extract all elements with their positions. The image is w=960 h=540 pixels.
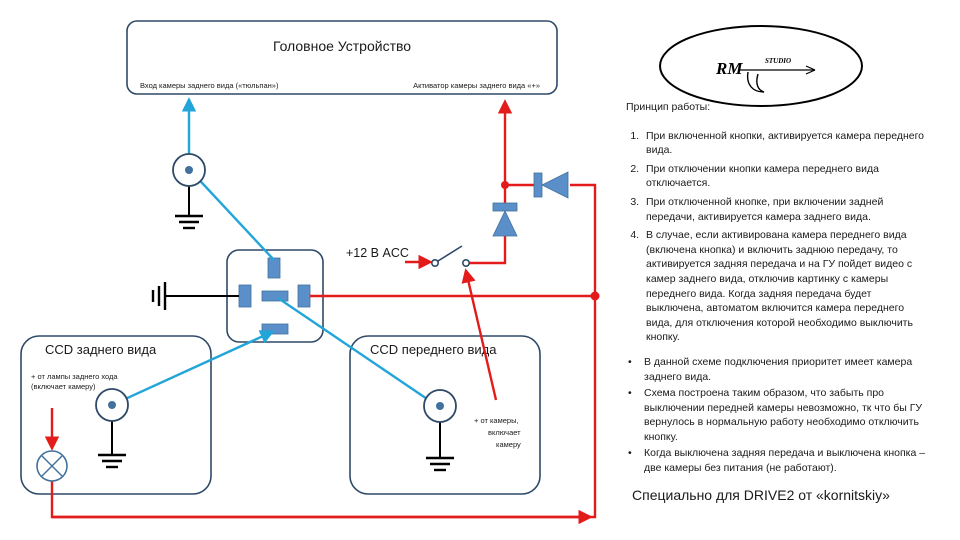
- logo-sub-text: STUDIO: [765, 57, 791, 65]
- front-camera-note-line-3: камеру: [496, 440, 521, 449]
- acc-switch: +12 В ACC: [346, 245, 470, 267]
- acc-label: +12 В ACC: [346, 246, 409, 260]
- power-wires: [44, 99, 597, 525]
- rca-connector-pin: [185, 166, 193, 174]
- rear-camera-note-line-2: (включает камеру): [31, 382, 96, 391]
- rm-studio-logo: RM STUDIO: [659, 25, 863, 107]
- principle-heading: Принцип работы:: [626, 101, 711, 113]
- head-unit-title: Головное Устройство: [273, 38, 411, 54]
- wire-video-rca-to-relay: [189, 169, 275, 261]
- front-camera-title: CCD переднего вида: [370, 342, 497, 357]
- rear-camera-connector: [95, 388, 129, 422]
- reverse-lamp: [36, 450, 68, 482]
- relay-pin-center: [261, 290, 289, 302]
- wire-front-camera-power: [461, 268, 498, 401]
- diode-rear-triangle: [541, 171, 569, 199]
- head-unit-input-label: Вход камеры заднего вида («тюльпан»): [140, 81, 279, 90]
- diode-front: [492, 202, 518, 237]
- principle-of-operation: Принцип работы: При включенной кнопки, а…: [626, 100, 926, 478]
- principle-note: В данной схеме подключения приоритет име…: [628, 355, 926, 384]
- front-camera-note-line-2: включает: [488, 428, 521, 437]
- credit-line: Специально для DRIVE2 от «kornitskiy»: [632, 487, 890, 503]
- principle-note: Когда выключена задняя передача и выключ…: [628, 446, 926, 475]
- junction-top: [501, 181, 509, 189]
- diode-front-triangle: [492, 210, 518, 237]
- head-unit-box: [126, 20, 558, 95]
- diode-rear: [533, 171, 569, 199]
- logo-ellipse: [659, 25, 863, 107]
- front-camera-note-line-1: + от камеры,: [474, 416, 519, 425]
- relay-pin-right: [297, 284, 311, 308]
- diode-rear-bar: [533, 172, 543, 198]
- wire-rear-camera-to-relay: [111, 330, 275, 407]
- principle-step: При отключенной кнопке, при включении за…: [642, 195, 926, 224]
- relay-pin-left: [238, 284, 252, 308]
- diode-front-bar: [492, 202, 518, 212]
- switch-lever: [437, 245, 463, 262]
- rear-camera-title: CCD заднего вида: [45, 342, 157, 357]
- principle-notes: В данной схеме подключения приоритет име…: [626, 355, 926, 476]
- principle-note: Схема построена таким образом, что забыт…: [628, 386, 926, 444]
- logo-arrow-head: [805, 65, 816, 75]
- rca-connector: [172, 153, 206, 187]
- video-wires: [111, 97, 437, 407]
- junction-bus: [590, 291, 600, 301]
- wire-rear-diode-feed: [570, 183, 597, 297]
- ground-wires: [98, 185, 454, 472]
- switch-contact-left: [430, 258, 439, 267]
- principle-step: При отключении кнопки камера переднего в…: [642, 162, 926, 191]
- head-unit-activator-label: Активатор камеры заднего вида «+»: [413, 81, 540, 90]
- relay: [226, 249, 324, 343]
- head-unit: Головное Устройство Вход камеры заднего …: [126, 20, 558, 95]
- front-camera-connector: [423, 389, 457, 423]
- rear-camera-note-line-1: + от лампы заднего хода: [31, 372, 118, 381]
- relay-pin-bottom: [261, 323, 289, 335]
- principle-step: В случае, если активирована камера перед…: [642, 228, 926, 345]
- logo-main-text: RM: [715, 59, 743, 78]
- wire-switch-to-diode: [466, 236, 507, 265]
- front-camera-connector-pin: [436, 402, 444, 410]
- principle-step: При включенной кнопки, активируется каме…: [642, 129, 926, 158]
- rear-camera-connector-pin: [108, 401, 116, 409]
- wire-front-camera-to-relay: [277, 297, 437, 406]
- principle-steps: При включенной кнопки, активируется каме…: [626, 129, 926, 345]
- switch-contact-right: [461, 258, 470, 267]
- relay-pin-top: [267, 257, 281, 279]
- lamp-cross-2: [41, 455, 63, 477]
- logo-swoosh: [746, 71, 765, 93]
